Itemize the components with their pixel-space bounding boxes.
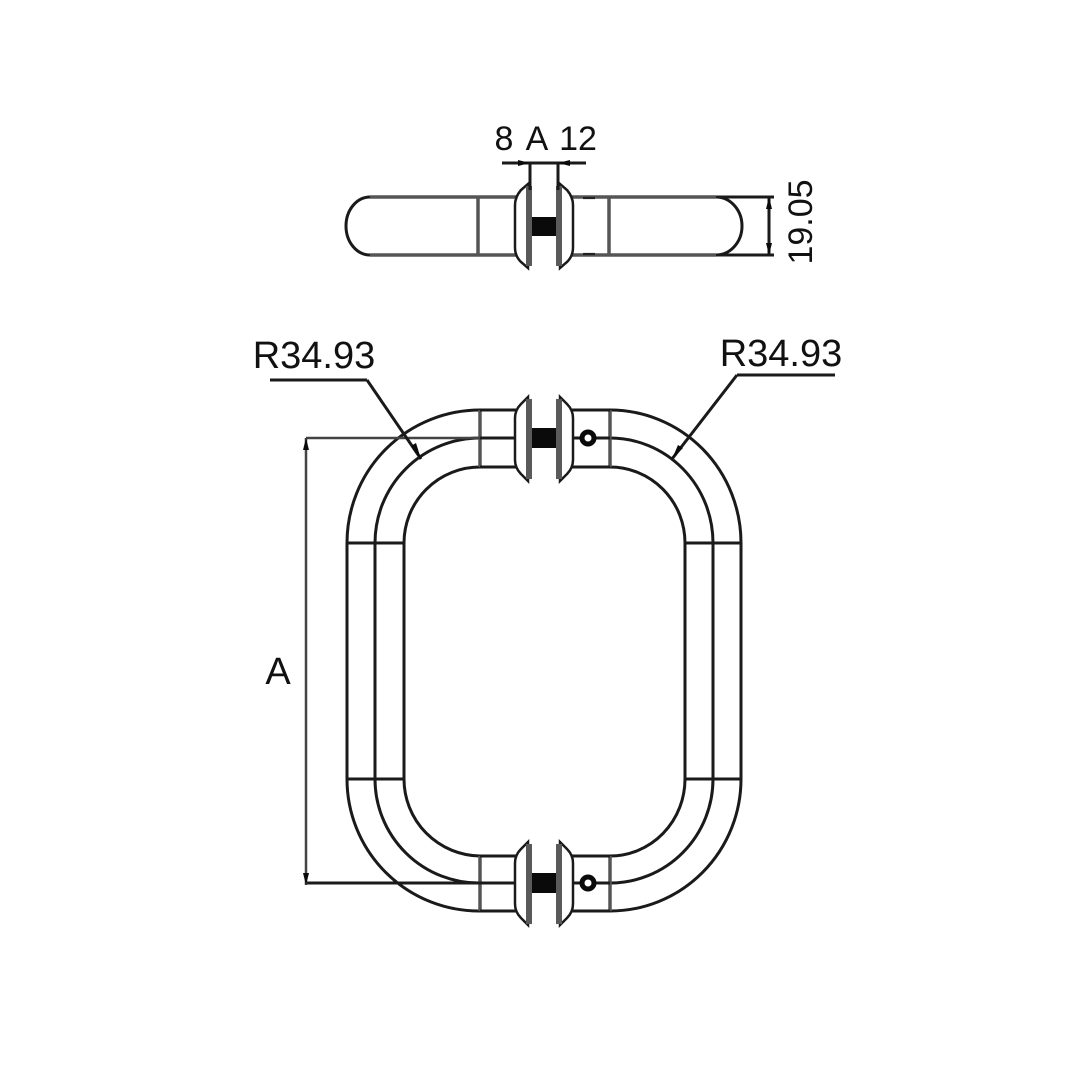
top-set-screw-icon: [579, 429, 597, 447]
front-view: A R34.93 R34.93: [253, 333, 843, 929]
dimension-label-19-05: 19.05: [782, 179, 820, 264]
handle-center-line: [373, 436, 715, 885]
dimension-label-a-top: A: [526, 120, 549, 158]
top-view-bolt: [532, 217, 556, 236]
radius-callout-left: R34.93: [253, 335, 423, 460]
top-view-right-disk: [556, 181, 575, 271]
top-view-height-dimension: 19.05: [716, 179, 820, 265]
bottom-set-screw-icon: [579, 874, 597, 892]
top-mount-bolt: [532, 428, 556, 448]
segment-dividers: [347, 410, 741, 911]
top-mount: [513, 393, 597, 485]
bottom-mount: [513, 838, 597, 929]
radius-label-right: R34.93: [720, 333, 843, 375]
handle-outer-contour: [345, 408, 743, 913]
radius-label-left: R34.93: [253, 335, 376, 377]
bottom-mount-bolt: [532, 873, 556, 893]
dimension-label-8: 8: [495, 120, 514, 158]
top-view-left-disk: [513, 181, 532, 271]
height-dimension-a: A: [265, 436, 480, 885]
handle-inner-contour: [402, 465, 687, 858]
dimension-label-12: 12: [559, 120, 597, 158]
radius-callout-right: R34.93: [670, 333, 843, 460]
top-view-left-bar: [344, 195, 518, 257]
top-view-right-bar: [572, 195, 744, 257]
dimension-label-a: A: [265, 651, 291, 693]
top-view-width-dimension: 8 A 12: [495, 120, 597, 190]
top-view: 8 A 12 19.05: [344, 120, 820, 271]
